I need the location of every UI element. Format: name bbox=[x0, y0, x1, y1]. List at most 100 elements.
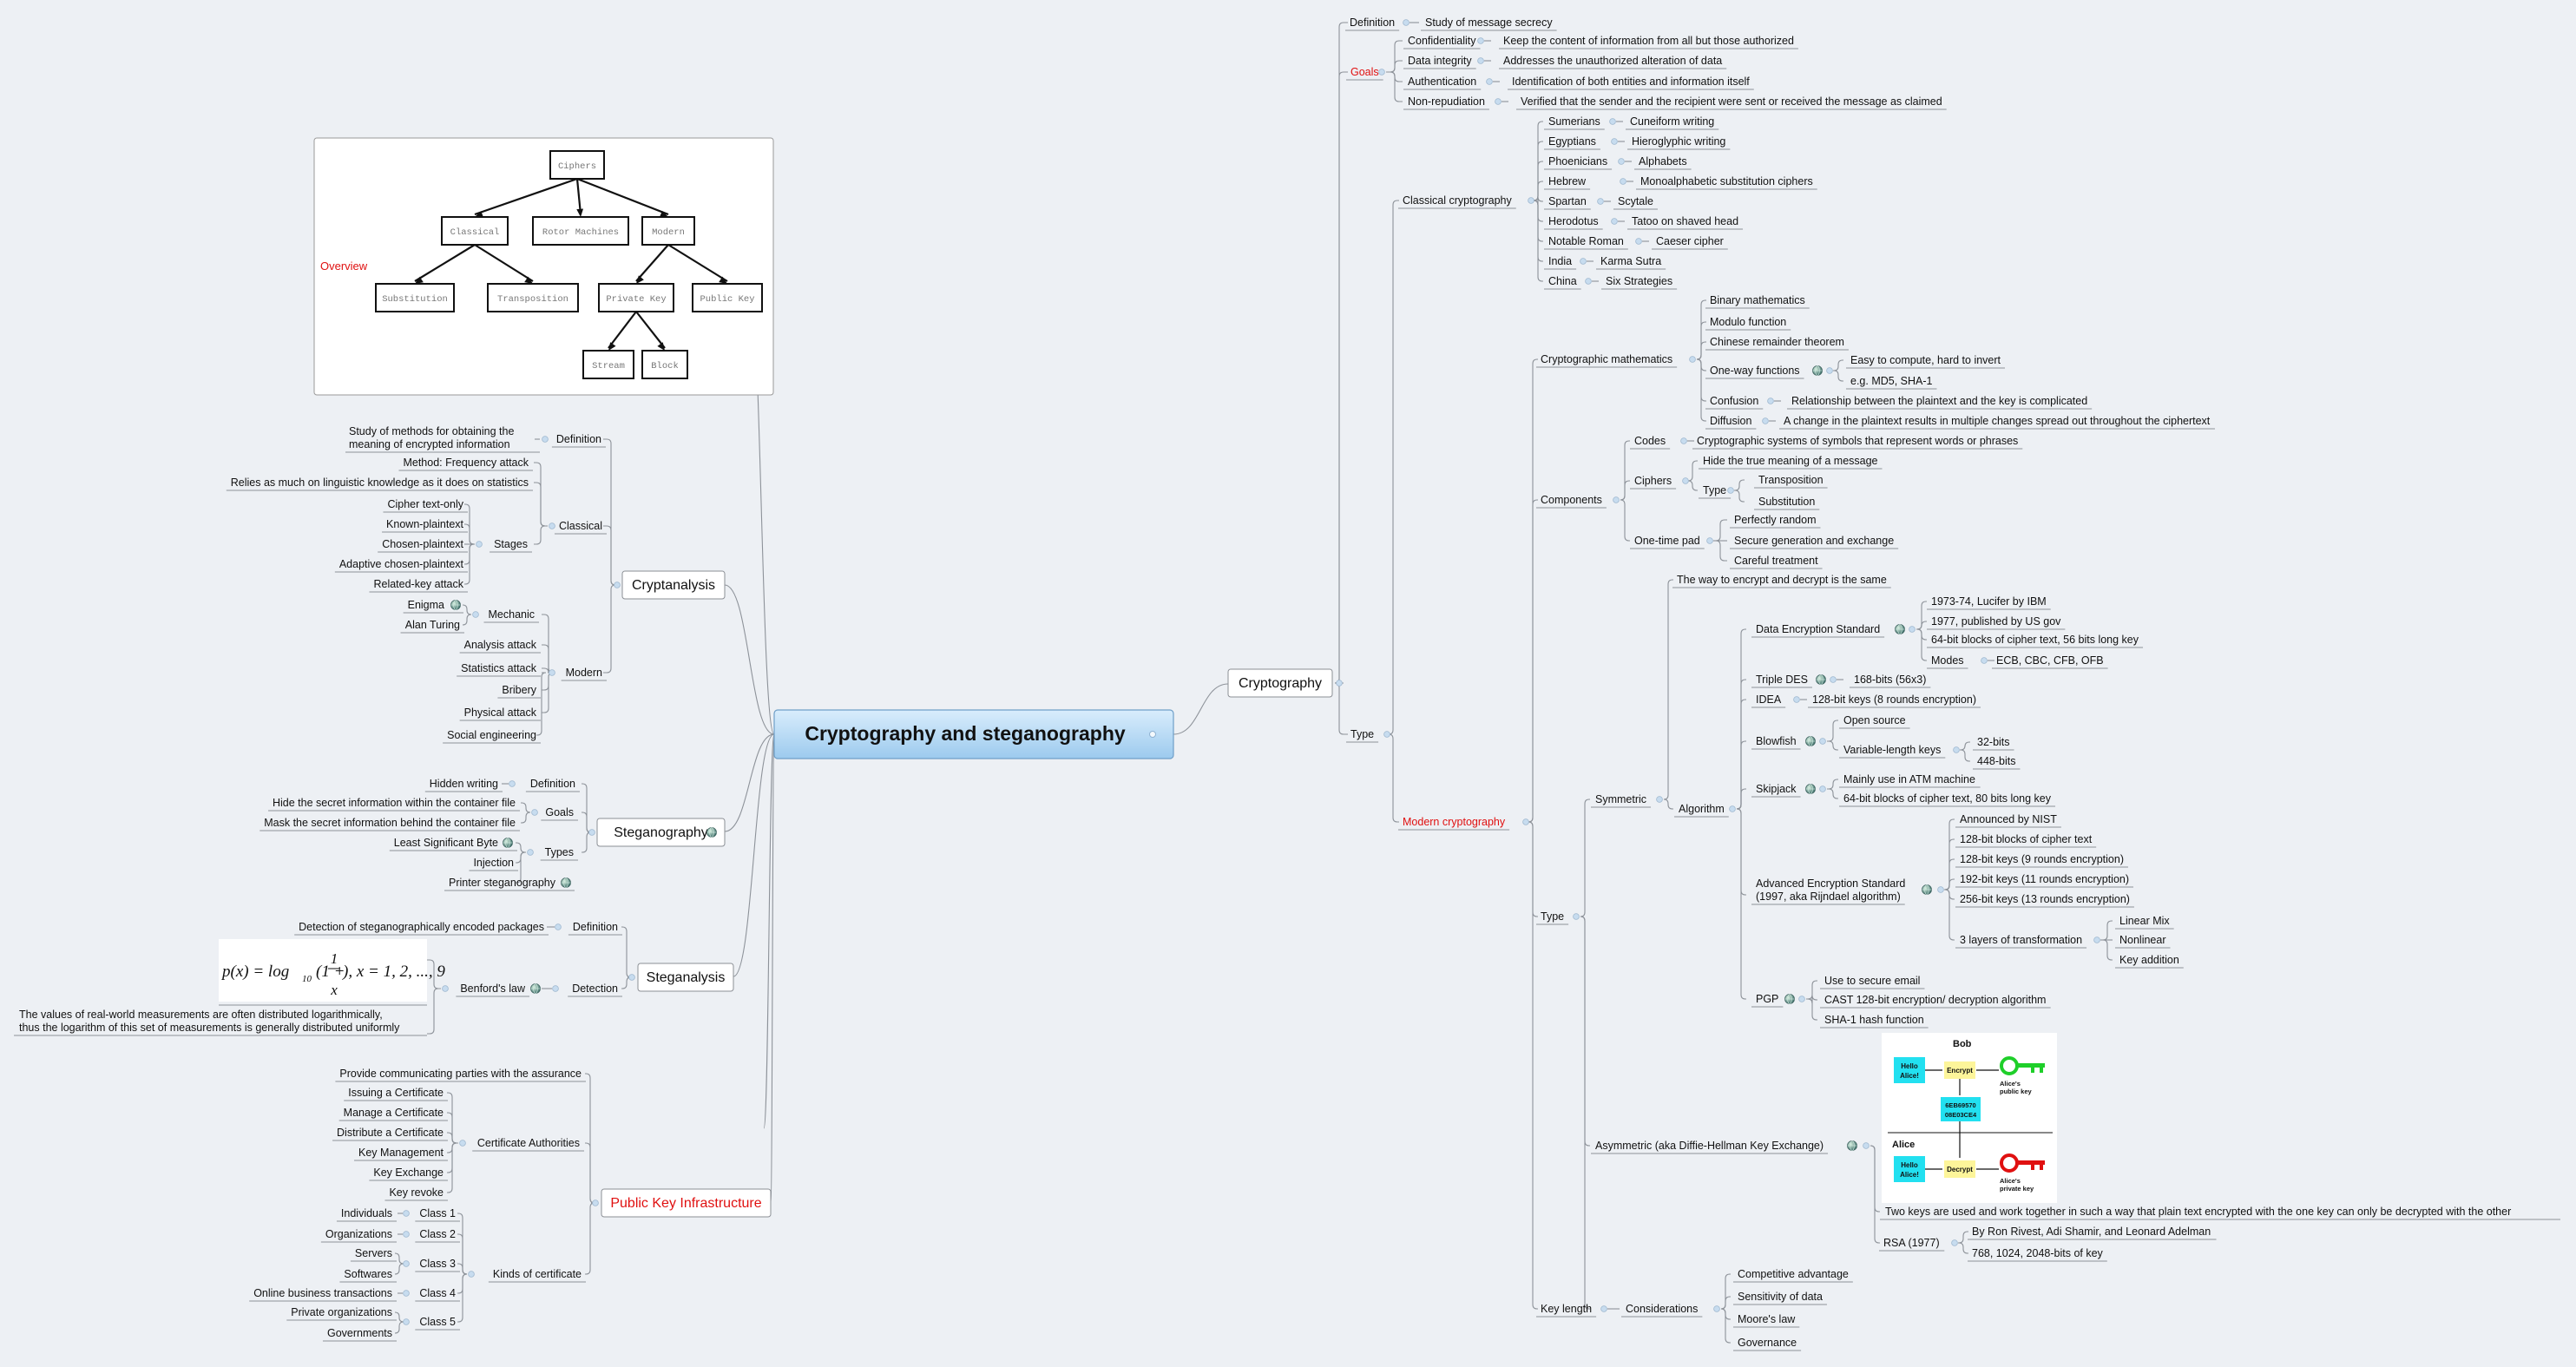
node-servers[interactable]: Servers bbox=[355, 1247, 392, 1259]
node-64-bit-blocks-of-cipher-text-80-bits-lon[interactable]: 64-bit blocks of cipher text, 80 bits lo… bbox=[1843, 792, 2052, 805]
node-768-1024-2048-bits-of-key[interactable]: 768, 1024, 2048-bits of key bbox=[1972, 1247, 2104, 1259]
collapse-dot-icon[interactable] bbox=[1767, 398, 1774, 404]
node-detection-of-steganographically-encoded-[interactable]: Detection of steganographically encoded … bbox=[299, 921, 544, 933]
node-hide-the-true-meaning-of-a-message[interactable]: Hide the true meaning of a message bbox=[1703, 455, 1878, 467]
globe-icon[interactable] bbox=[1922, 884, 1932, 895]
collapse-dot-icon[interactable] bbox=[588, 829, 595, 836]
node-e-g-md5-sha-1[interactable]: e.g. MD5, SHA-1 bbox=[1850, 375, 1933, 387]
collapse-dot-icon[interactable] bbox=[1819, 738, 1826, 745]
node-class-3[interactable]: Class 3 bbox=[419, 1258, 456, 1270]
collapse-dot-icon[interactable] bbox=[1336, 680, 1343, 687]
node-nonlinear[interactable]: Nonlinear bbox=[2119, 934, 2166, 946]
collapse-dot-icon[interactable] bbox=[1573, 913, 1580, 920]
collapse-dot-icon[interactable] bbox=[403, 1260, 410, 1267]
node-detection[interactable]: Detection bbox=[572, 983, 618, 995]
node-mechanic[interactable]: Mechanic bbox=[489, 608, 536, 621]
node-provide-communicating-parties-with-the-a[interactable]: Provide communicating parties with the a… bbox=[339, 1068, 582, 1080]
node-related-key-attack[interactable]: Related-key attack bbox=[373, 578, 463, 590]
node-monoalphabetic-substitution-ciphers[interactable]: Monoalphabetic substitution ciphers bbox=[1640, 175, 1813, 187]
node-known-plaintext[interactable]: Known-plaintext bbox=[386, 518, 463, 530]
node-definition[interactable]: Definition bbox=[556, 433, 601, 445]
globe-icon[interactable] bbox=[450, 600, 461, 610]
central-topic[interactable]: Cryptography and steganography bbox=[773, 709, 1174, 759]
node-six-strategies[interactable]: Six Strategies bbox=[1606, 275, 1672, 287]
node-key-addition[interactable]: Key addition bbox=[2119, 954, 2179, 966]
node-identification-of-both-entities-and-info[interactable]: Identification of both entities and info… bbox=[1512, 76, 1750, 88]
node-modulo-function[interactable]: Modulo function bbox=[1710, 316, 1786, 328]
node-modern[interactable]: Modern bbox=[566, 667, 602, 679]
node-sumerians[interactable]: Sumerians bbox=[1548, 115, 1600, 128]
collapse-dot-icon[interactable] bbox=[1495, 98, 1502, 105]
node-ecb-cbc-cfb-ofb[interactable]: ECB, CBC, CFB, OFB bbox=[1996, 654, 2104, 667]
collapse-dot-icon[interactable] bbox=[549, 522, 555, 529]
topic-cryptography[interactable]: Cryptography bbox=[1227, 668, 1333, 698]
collapse-dot-icon[interactable] bbox=[1909, 626, 1916, 633]
node-type[interactable]: Type bbox=[1541, 910, 1564, 923]
node-competitive-advantage[interactable]: Competitive advantage bbox=[1738, 1268, 1849, 1280]
collapse-dot-icon[interactable] bbox=[1378, 69, 1385, 76]
node-hieroglyphic-writing[interactable]: Hieroglyphic writing bbox=[1632, 135, 1725, 148]
globe-icon[interactable] bbox=[1805, 736, 1816, 746]
collapse-dot-icon[interactable] bbox=[1597, 198, 1604, 205]
node-enigma[interactable]: Enigma bbox=[408, 599, 444, 611]
node-definition[interactable]: Definition bbox=[530, 778, 575, 790]
node-manage-a-certificate[interactable]: Manage a Certificate bbox=[344, 1107, 444, 1119]
node-codes[interactable]: Codes bbox=[1634, 435, 1666, 447]
collapse-dot-icon[interactable] bbox=[1819, 785, 1826, 792]
collapse-dot-icon[interactable] bbox=[552, 985, 559, 992]
node-sha-1-hash-function[interactable]: SHA-1 hash function bbox=[1824, 1014, 1924, 1026]
node-32-bits[interactable]: 32-bits bbox=[1977, 736, 2010, 748]
node-definition[interactable]: Definition bbox=[573, 921, 618, 933]
node-secure-generation-and-exchange[interactable]: Secure generation and exchange bbox=[1734, 535, 1894, 547]
node-symmetric[interactable]: Symmetric bbox=[1595, 793, 1646, 805]
node-1997-aka-rijndael-algorithm[interactable]: (1997, aka Rijndael algorithm) bbox=[1756, 891, 1901, 903]
node-easy-to-compute-hard-to-invert[interactable]: Easy to compute, hard to invert bbox=[1850, 354, 2001, 366]
node-notable-roman[interactable]: Notable Roman bbox=[1548, 235, 1624, 247]
node-class-1[interactable]: Class 1 bbox=[419, 1207, 456, 1219]
collapse-dot-icon[interactable] bbox=[403, 1210, 410, 1217]
collapse-dot-icon[interactable] bbox=[1477, 57, 1484, 64]
node-scytale[interactable]: Scytale bbox=[1618, 195, 1653, 207]
node-algorithm[interactable]: Algorithm bbox=[1679, 803, 1725, 815]
node-physical-attack[interactable]: Physical attack bbox=[464, 707, 537, 719]
globe-icon[interactable] bbox=[1816, 674, 1826, 685]
node-1973-74-lucifer-by-ibm[interactable]: 1973-74, Lucifer by IBM bbox=[1931, 595, 2047, 608]
collapse-dot-icon[interactable] bbox=[1793, 696, 1800, 703]
node-least-significant-byte[interactable]: Least Significant Byte bbox=[394, 837, 498, 849]
collapse-dot-icon[interactable] bbox=[403, 1318, 410, 1325]
topic-steganography[interactable]: Steganography bbox=[596, 818, 726, 847]
collapse-dot-icon[interactable] bbox=[531, 809, 538, 816]
node-study-of-message-secrecy[interactable]: Study of message secrecy bbox=[1425, 16, 1553, 29]
collapse-dot-icon[interactable] bbox=[442, 985, 449, 992]
collapse-dot-icon[interactable] bbox=[1729, 805, 1736, 812]
node-diffusion[interactable]: Diffusion bbox=[1710, 415, 1751, 427]
topic-cryptanalysis[interactable]: Cryptanalysis bbox=[621, 570, 726, 600]
node-phoenicians[interactable]: Phoenicians bbox=[1548, 155, 1607, 168]
node-china[interactable]: China bbox=[1548, 275, 1577, 287]
node-class-4[interactable]: Class 4 bbox=[419, 1287, 456, 1299]
collapse-dot-icon[interactable] bbox=[468, 1271, 475, 1278]
node-sensitivity-of-data[interactable]: Sensitivity of data bbox=[1738, 1291, 1823, 1303]
node-128-bit-blocks-of-cipher-text[interactable]: 128-bit blocks of cipher text bbox=[1960, 833, 2093, 845]
node-a-change-in-the-plaintext-results-in-mul[interactable]: A change in the plaintext results in mul… bbox=[1784, 415, 2211, 427]
node-key-revoke[interactable]: Key revoke bbox=[389, 1186, 444, 1199]
node-skipjack[interactable]: Skipjack bbox=[1756, 783, 1797, 795]
collapse-dot-icon[interactable] bbox=[592, 1199, 599, 1206]
node-benford-s-law[interactable]: Benford's law bbox=[460, 983, 526, 995]
node-confusion[interactable]: Confusion bbox=[1710, 395, 1758, 407]
collapse-dot-icon[interactable] bbox=[542, 436, 549, 443]
node-alan-turing[interactable]: Alan Turing bbox=[405, 619, 460, 631]
globe-icon[interactable] bbox=[706, 827, 717, 838]
collapse-dot-icon[interactable] bbox=[1727, 487, 1734, 494]
collapse-dot-icon[interactable] bbox=[1953, 746, 1960, 753]
node-rsa-1977[interactable]: RSA (1977) bbox=[1883, 1237, 1940, 1249]
node-certificate-authorities[interactable]: Certificate Authorities bbox=[477, 1137, 580, 1149]
collapse-dot-icon[interactable] bbox=[476, 541, 483, 548]
node-hidden-writing[interactable]: Hidden writing bbox=[430, 778, 498, 790]
node-cipher-text-only[interactable]: Cipher text-only bbox=[387, 498, 463, 510]
node-type[interactable]: Type bbox=[1703, 484, 1726, 496]
node-168-bits-56x3[interactable]: 168-bits (56x3) bbox=[1854, 674, 1926, 686]
node-kinds-of-certificate[interactable]: Kinds of certificate bbox=[493, 1268, 582, 1280]
node-individuals[interactable]: Individuals bbox=[341, 1207, 392, 1219]
node-1977-published-by-us-gov[interactable]: 1977, published by US gov bbox=[1931, 615, 2061, 628]
